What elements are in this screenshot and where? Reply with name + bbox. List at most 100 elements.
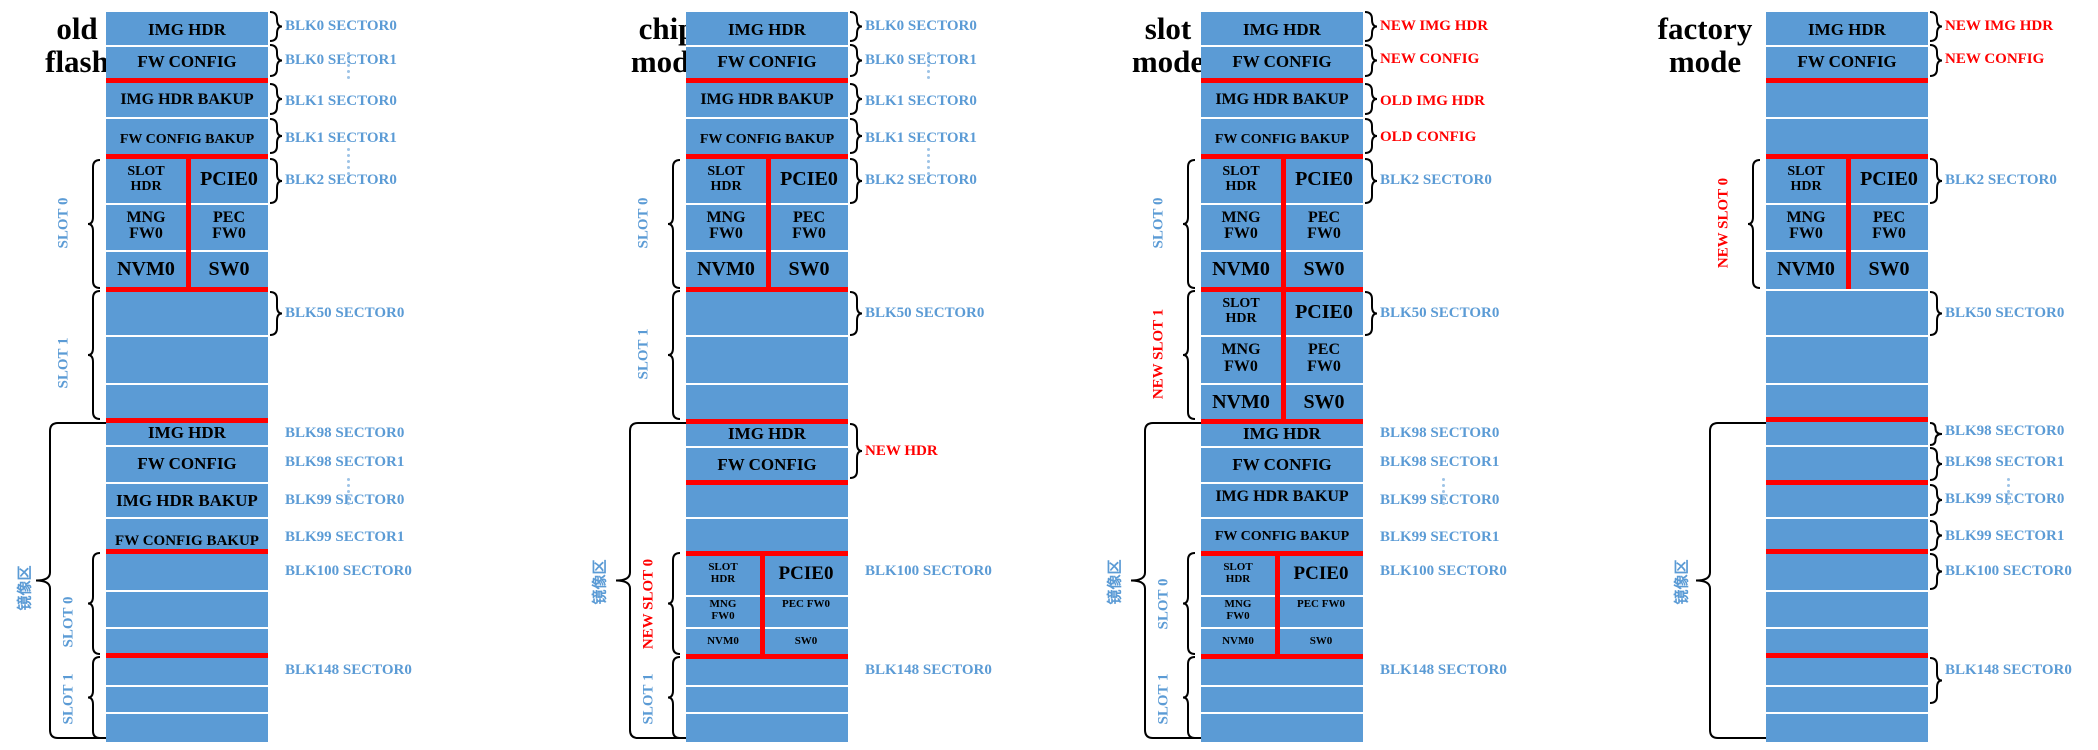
brace	[667, 290, 681, 420]
sector-annotation: BLK148 SECTOR0	[285, 662, 412, 678]
sector-divider	[1766, 445, 1928, 447]
brace	[269, 83, 283, 115]
brace	[1182, 159, 1196, 289]
sector-annotation: BLK50 SECTOR0	[285, 305, 405, 321]
sector-divider	[106, 482, 268, 484]
slot-divider-vertical	[766, 156, 771, 289]
red-boundary-line	[1201, 551, 1363, 556]
braces-layer	[615, 11, 863, 739]
change-annotation: OLD CONFIG	[1380, 129, 1477, 145]
sector-divider	[106, 590, 268, 592]
sector-annotation: BLK100 SECTOR0	[285, 563, 412, 579]
brace	[269, 118, 283, 154]
slot-cell: PEC FW0	[792, 208, 826, 243]
slot-cell: SLOT HDR	[1222, 296, 1260, 326]
region-label: FW CONFIG	[137, 453, 237, 473]
change-annotation: NEW CONFIG	[1380, 51, 1480, 67]
sector-divider	[1201, 446, 1363, 448]
brace	[849, 158, 863, 204]
slot-divider-vertical	[1281, 289, 1286, 421]
panel-title: mode	[1668, 44, 1742, 79]
continuation-dots	[2006, 478, 2012, 508]
slot-cell: SW0	[1303, 390, 1345, 413]
brace	[667, 552, 681, 655]
red-boundary-line	[1766, 653, 1928, 658]
red-boundary-line	[686, 287, 848, 292]
brace	[1364, 118, 1378, 154]
sector-divider	[686, 383, 848, 385]
sector-divider	[106, 117, 268, 119]
red-boundary-line	[686, 480, 848, 485]
sector-annotation: BLK98 SECTOR1	[1380, 454, 1500, 470]
slot-divider-vertical	[186, 156, 191, 289]
slot-cell: PEC FW0	[1872, 208, 1906, 243]
sector-divider	[1766, 712, 1928, 714]
sector-annotation: BLK98 SECTOR1	[285, 454, 405, 470]
sector-divider	[106, 517, 268, 519]
sector-annotation: BLK99 SECTOR0	[1380, 492, 1500, 508]
continuation-dots	[926, 148, 932, 178]
region-label: FW CONFIG BAKUP	[1214, 528, 1350, 544]
sector-annotation: BLK99 SECTOR1	[1945, 528, 2065, 544]
sector-annotation: BLK1 SECTOR1	[285, 130, 397, 146]
red-boundary-line	[686, 654, 848, 659]
sector-annotation: BLK98 SECTOR0	[285, 425, 405, 441]
sector-divider	[686, 595, 848, 597]
brace	[1929, 553, 1943, 590]
brace	[1929, 291, 1943, 336]
red-boundary-line	[106, 418, 268, 423]
brace	[269, 44, 283, 77]
slot-cell: PCIE0	[1860, 168, 1918, 190]
slot-cell: NVM0	[1212, 258, 1270, 280]
sector-annotation: BLK99 SECTOR0	[285, 492, 405, 508]
brace	[87, 290, 101, 420]
panel-title: mode	[1131, 44, 1205, 79]
slot-cell: SLOT HDR	[1787, 163, 1825, 194]
sector-divider	[1766, 517, 1928, 519]
slot-cell: SW0	[1303, 258, 1345, 280]
change-annotation: NEW IMG HDR	[1945, 18, 2054, 34]
brace	[1182, 290, 1196, 420]
brace	[87, 159, 101, 289]
brace	[1364, 83, 1378, 115]
red-boundary-line	[686, 419, 848, 424]
sector-divider	[106, 627, 268, 629]
sector-divider	[686, 685, 848, 687]
sector-divider	[1766, 289, 1928, 291]
brace	[87, 552, 101, 655]
region-label: IMG HDR BAKUP	[1215, 91, 1349, 109]
slot-cell: MNG FW0	[1224, 598, 1252, 622]
region-label: FW CONFIG BAKUP	[699, 131, 835, 147]
sector-divider	[106, 45, 268, 47]
region-label: IMG HDR	[728, 423, 806, 443]
change-annotation: NEW IMG HDR	[1380, 18, 1489, 34]
slot-cell: NVM0	[697, 258, 755, 280]
slot-cell: SLOT HDR	[707, 163, 745, 194]
sector-divider	[1766, 335, 1928, 337]
region-label: FW CONFIG	[1232, 51, 1332, 71]
brace	[1695, 422, 1766, 739]
sector-annotation: BLK1 SECTOR0	[285, 93, 397, 109]
slot-cell: PEC FW0	[1307, 208, 1341, 243]
sector-divider	[106, 685, 268, 687]
red-boundary-line	[1766, 480, 1928, 485]
brace	[849, 423, 863, 479]
sector-annotation: BLK98 SECTOR0	[1945, 423, 2065, 439]
red-boundary-line	[106, 287, 268, 292]
slot-cell: NVM0	[1777, 258, 1835, 280]
brace	[87, 656, 101, 739]
sector-divider	[686, 117, 848, 119]
sector-divider	[1201, 482, 1363, 484]
panel-title: factory	[1657, 11, 1753, 46]
sector-divider	[1201, 595, 1363, 597]
brace	[1364, 291, 1378, 336]
panel-title: chip	[638, 11, 696, 46]
brace	[1929, 158, 1943, 204]
region-label: FW CONFIG BAKUP	[1214, 131, 1350, 147]
red-boundary-line	[1766, 78, 1928, 83]
